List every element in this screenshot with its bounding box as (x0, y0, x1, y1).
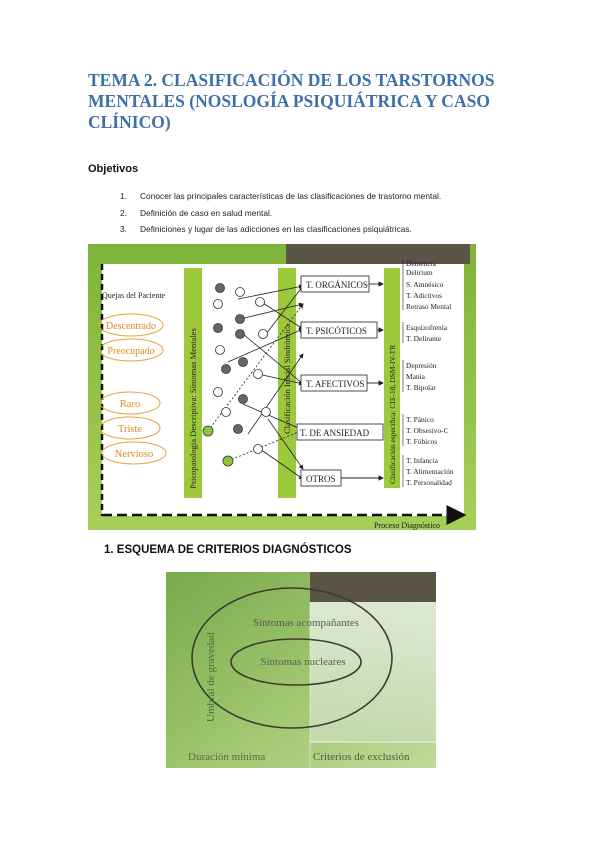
objective-number: 3. (120, 224, 127, 234)
symptoms-bar-label: Psicopatología Descriptiva: Síntomas Men… (188, 328, 198, 489)
document-title: TEMA 2. CLASIFICACIÓN DE LOS TARSTORNOS … (88, 70, 495, 132)
group-label: T. AFECTIVOS (306, 379, 364, 389)
diagnostic-criteria-diagram: Síntomas acompañantes Síntomas nucleares… (166, 572, 436, 768)
disorder-label: Esquizofrenia (406, 323, 448, 332)
objectives-list: 1. Conocer las principales característica… (120, 191, 441, 241)
objective-number: 1. (120, 191, 127, 201)
symptoms-bar (184, 268, 202, 498)
complaint-label: Raro (120, 399, 140, 410)
objectives-heading: Objetivos (88, 163, 139, 175)
disorder-label: Depresión (406, 361, 437, 370)
criteria-dark-tab (310, 572, 436, 602)
disorder-label: Retraso Mental (406, 302, 451, 311)
syndromic-bar (278, 268, 296, 498)
bottom-right-label: Criterios de exclusión (313, 751, 410, 763)
disorder-label: S. Amnésico (406, 280, 444, 289)
bottom-left-label: Duración mínima (188, 751, 265, 763)
specific-bar (384, 268, 400, 488)
objective-text: Definición de caso en salud mental. (140, 207, 273, 218)
disorder-label: Delirium (406, 268, 433, 277)
symptom-nodes (202, 283, 271, 467)
criteria-light-panel (310, 602, 436, 742)
complaints-group: Descentrado Preocupado Raro Triste Nervi… (98, 313, 167, 465)
complaint-label: Triste (118, 424, 142, 435)
disorder-label: T. Adictivos (406, 291, 442, 300)
disorder-label: T. Delirante (406, 334, 442, 343)
complaints-label: Quejas del Paciente (102, 291, 166, 300)
group-label: T. DE ANSIEDAD (300, 428, 370, 438)
complaint-label: Descentrado (106, 321, 156, 332)
syndromic-groups: T. ORGÁNICOS T. PSICÓTICOS T. AFECTIVOS … (296, 275, 384, 487)
objective-item: 1. Conocer las principales característica… (120, 191, 441, 208)
syndromic-bar-label: Clasificación Inicial Sindrómica (282, 324, 292, 434)
disorder-label: T. Bipolar (406, 383, 436, 392)
group-label: T. PSICÓTICOS (306, 326, 367, 336)
specific-bar-label: Clasificación específica: CIE-10, DSM-IV… (388, 345, 397, 484)
objective-item: 2. Definición de caso en salud mental. (120, 208, 441, 225)
inner-label: Síntomas nucleares (260, 656, 345, 668)
disorder-label: T. Alimentación (406, 467, 454, 476)
disorder-label: T. Fóbicos (406, 437, 437, 446)
objective-number: 2. (120, 207, 127, 218)
outer-ellipse (191, 587, 393, 729)
disorder-label: T. Personalidad (406, 478, 452, 487)
disorder-label: T. Obsesivo-C (406, 426, 449, 435)
objective-text: Definiciones y lugar de las adicciones e… (140, 224, 412, 234)
symptom-network (207, 284, 304, 480)
section-heading: 1. ESQUEMA DE CRITERIOS DIAGNÓSTICOS (104, 544, 352, 556)
disorder-label: Demencia (406, 259, 437, 268)
objective-item: 3. Definiciones y lugar de las adicciones… (120, 224, 441, 241)
process-label: Proceso Diagnóstico (374, 521, 440, 530)
complaint-label: Nervioso (115, 449, 154, 460)
group-label: OTROS (306, 474, 336, 484)
specific-disorders: Demencia Delirium S. Amnésico T. Adictiv… (402, 259, 454, 487)
complaint-label: Preocupado (107, 346, 154, 357)
outer-label: Síntomas acompañantes (253, 617, 359, 629)
disorder-label: Manía (406, 372, 426, 381)
disorder-label: T. Infancia (406, 456, 439, 465)
disorder-label: T. Pánico (406, 415, 434, 424)
objective-text: Conocer las principales características … (140, 191, 442, 201)
diagnostic-process-diagram: Quejas del Paciente Descentrado Preocupa… (88, 244, 476, 530)
y-axis-label: Umbral de gravedad (205, 632, 217, 722)
group-label: T. ORGÁNICOS (306, 280, 368, 290)
dark-tab (286, 244, 470, 264)
inner-ellipse (230, 638, 362, 686)
